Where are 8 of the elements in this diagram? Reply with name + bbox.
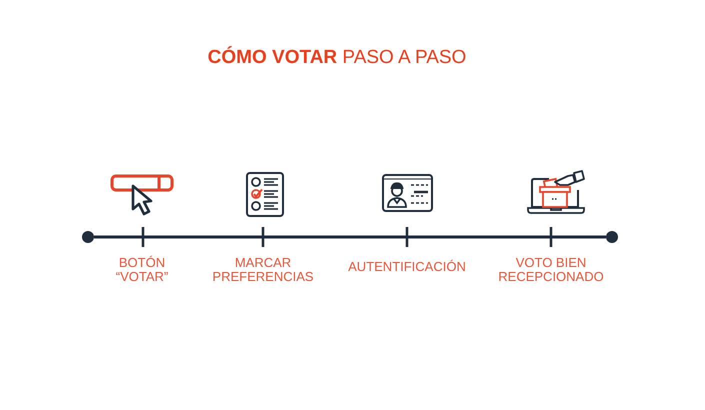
step-label: BOTÓN “VOTAR” xyxy=(114,256,170,284)
timeline-line xyxy=(94,236,606,238)
step-label: VOTO BIEN RECEPCIONADO xyxy=(497,256,605,284)
timeline-dot xyxy=(606,231,618,243)
timeline-dot xyxy=(82,231,94,243)
step-label: MARCAR PREFERENCIAS xyxy=(211,256,315,284)
step-label: AUTENTIFICACIÓN xyxy=(348,260,466,274)
title: CÓMO VOTAR PASO A PASO xyxy=(208,47,466,69)
